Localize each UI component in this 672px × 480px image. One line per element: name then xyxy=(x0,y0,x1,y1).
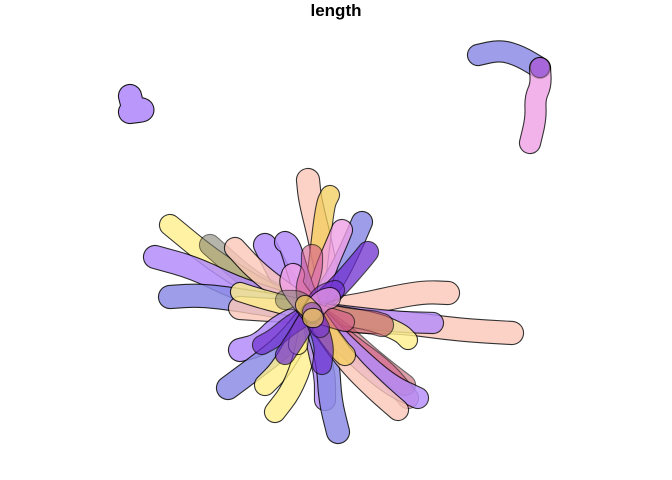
plot-title: length xyxy=(310,1,362,20)
buffer-fill xyxy=(119,85,154,123)
buffer-shape xyxy=(518,56,552,155)
buffer-shape xyxy=(466,40,552,80)
buffer-fill xyxy=(468,41,550,78)
buffer-shape xyxy=(117,83,155,125)
buffer-fill xyxy=(520,58,551,153)
